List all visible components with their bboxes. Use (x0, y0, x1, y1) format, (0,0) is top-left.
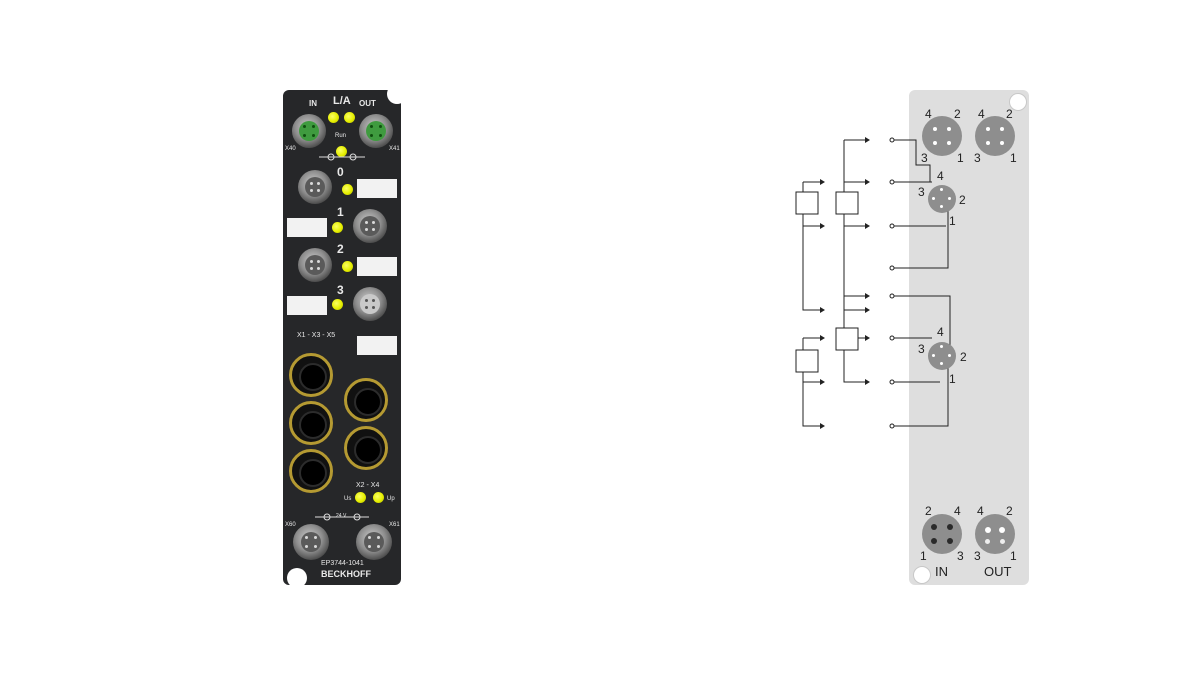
top-right-pin-3: 3 (974, 151, 981, 165)
power-direction-icon (315, 513, 369, 521)
ep3744-module: IN L/A OUT X40 X41 Run 0 1 2 3 X1 - X3 -… (283, 84, 407, 588)
channel-b-pin-4: 4 (937, 325, 944, 339)
label-field-0 (357, 179, 397, 198)
brand-logo: BECKHOFF (321, 569, 371, 579)
led-up (373, 492, 384, 503)
label-field-3 (287, 296, 327, 315)
led-channel-0 (342, 184, 353, 195)
port-x41-label: X41 (389, 146, 400, 152)
tube-group-2-label: X2 - X4 (356, 482, 380, 489)
diagram-out-label: OUT (984, 564, 1012, 579)
led-la-out (344, 112, 355, 123)
power-label: 24 V (336, 513, 347, 519)
channel-a-pin-2: 2 (959, 193, 966, 207)
tube-port-x4 (344, 426, 388, 470)
pneumatic-circuit-lines (795, 137, 951, 429)
power-in-connector (293, 524, 329, 560)
tube-port-x3 (289, 401, 333, 445)
channel-3-label: 3 (337, 283, 344, 297)
diagram-ethercat-out-connector (975, 116, 1015, 156)
led-us (355, 492, 366, 503)
channel-1-connector (353, 209, 387, 243)
top-left-pin-3: 3 (921, 151, 928, 165)
port-x60-label: X60 (285, 522, 296, 528)
tube-group-1-label: X1 - X3 - X5 (297, 332, 336, 339)
diagram-ethercat-in-connector (922, 116, 962, 156)
led-la-in (328, 112, 339, 123)
bottom-out-pin-2: 2 (1006, 504, 1013, 518)
channel-b-pin-1: 1 (949, 372, 956, 386)
bottom-out-pin-4: 4 (977, 504, 984, 518)
bottom-in-pin-1: 1 (920, 549, 927, 563)
channel-b-pin-3: 3 (918, 342, 925, 356)
label-field-1 (287, 218, 327, 237)
in-label: IN (309, 99, 317, 108)
ethercat-out-port (359, 114, 393, 148)
bottom-out-pin-1: 1 (1010, 549, 1017, 563)
led-channel-1 (332, 222, 343, 233)
top-left-pin-4: 4 (925, 107, 932, 121)
channel-a-pin-4: 4 (937, 169, 944, 183)
model-label: EP3744-1041 (321, 560, 364, 567)
label-field-2 (357, 257, 397, 276)
channel-a-pin-1: 1 (949, 214, 956, 228)
led-channel-2 (342, 261, 353, 272)
port-x61-label: X61 (389, 522, 400, 528)
diagram-mounting-hole-top (1009, 93, 1027, 111)
diagram-in-label: IN (935, 564, 948, 579)
top-left-pin-1: 1 (957, 151, 964, 165)
us-label: Us (344, 496, 352, 502)
out-label: OUT (359, 99, 376, 108)
run-label: Run (335, 133, 347, 139)
label-field-4 (357, 336, 397, 355)
port-x40-label: X40 (285, 146, 296, 152)
power-out-connector (356, 524, 392, 560)
channel-a-pin-3: 3 (918, 185, 925, 199)
channel-0-connector (298, 170, 332, 204)
ethercat-in-port (292, 114, 326, 148)
tube-port-x2 (344, 378, 388, 422)
top-right-pin-1: 1 (1010, 151, 1017, 165)
led-run (336, 146, 347, 157)
top-left-pin-2: 2 (954, 107, 961, 121)
tube-port-x5 (289, 449, 333, 493)
led-channel-3 (332, 299, 343, 310)
link-activity-label: L/A (333, 95, 351, 107)
diagram-channel-a-connector (928, 185, 956, 213)
diagram-power-out-connector (975, 514, 1015, 554)
bottom-in-pin-3: 3 (957, 549, 964, 563)
top-right-pin-2: 2 (1006, 107, 1013, 121)
bottom-out-pin-3: 3 (974, 549, 981, 563)
bottom-in-pin-2: 2 (925, 504, 932, 518)
up-label: Up (387, 496, 395, 502)
diagram-channel-b-connector (928, 342, 956, 370)
channel-0-label: 0 (337, 165, 344, 179)
top-right-pin-4: 4 (978, 107, 985, 121)
mounting-hole-bottom (287, 568, 307, 588)
channel-3-connector (353, 287, 387, 321)
tube-port-x1 (289, 353, 333, 397)
mounting-hole-top (387, 84, 407, 104)
channel-b-pin-2: 2 (960, 350, 967, 364)
diagram-mounting-hole-bottom (913, 566, 931, 584)
channel-2-connector (298, 248, 332, 282)
channel-2-label: 2 (337, 242, 344, 256)
bottom-in-pin-4: 4 (954, 504, 961, 518)
ethercat-direction-icon (319, 153, 365, 161)
diagram-power-in-connector (922, 514, 962, 554)
channel-1-label: 1 (337, 205, 344, 219)
